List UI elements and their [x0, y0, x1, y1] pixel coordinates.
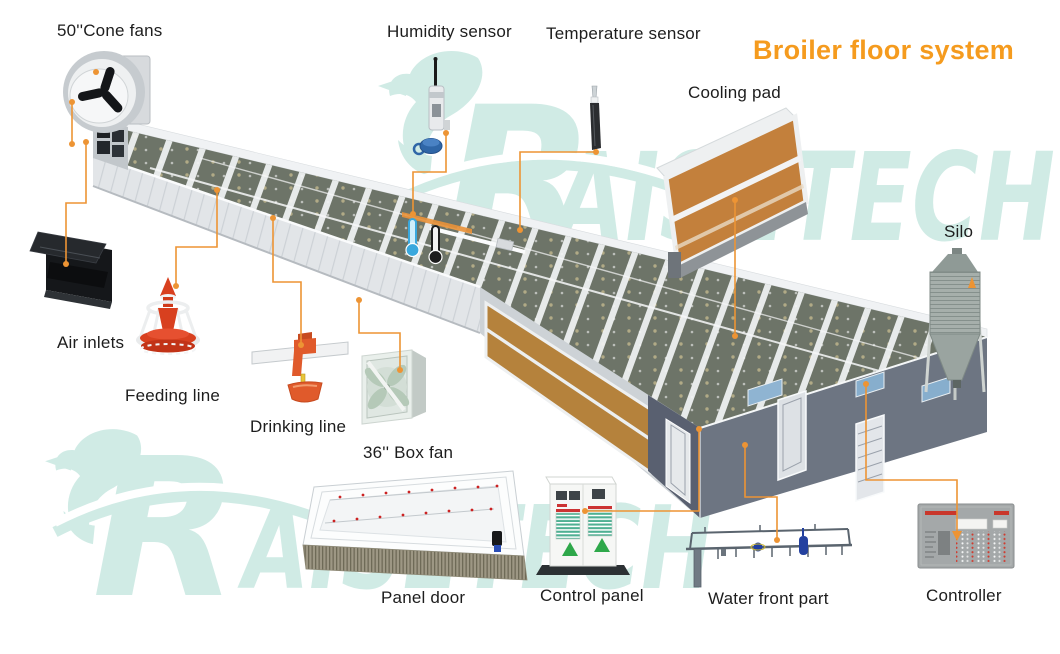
- silo-marker: [968, 277, 976, 288]
- panel-door-illustration: [302, 470, 528, 581]
- box-fan-illustration: [361, 349, 426, 425]
- controller-illustration: [917, 503, 1015, 569]
- water-front-illustration: [685, 524, 853, 588]
- label-controller: Controller: [926, 586, 1002, 605]
- pan-feeder-illustration: [136, 277, 200, 355]
- poultry-house: [92, 113, 988, 518]
- cooling-pad-illustration: [656, 107, 809, 278]
- label-box-fan: 36'' Box fan: [363, 443, 454, 462]
- silo-illustration: [924, 248, 986, 400]
- window: [921, 376, 951, 403]
- window: [855, 371, 885, 398]
- label-feeding-line: Feeding line: [125, 386, 221, 405]
- front-door: [665, 418, 691, 504]
- label-temperature-sensor: Temperature sensor: [546, 24, 701, 43]
- connector-dots: [63, 69, 962, 543]
- fan-blades-icon: [77, 67, 123, 113]
- door-latch: [492, 531, 502, 552]
- label-water-front-part: Water front part: [708, 589, 829, 608]
- side-screen-door: [855, 413, 885, 503]
- window: [747, 378, 783, 407]
- humidity-sensor-illustration: [412, 57, 450, 156]
- label-humidity-sensor: Humidity sensor: [387, 22, 512, 41]
- control-panel-illustration: [536, 476, 630, 575]
- side-door: [777, 389, 807, 482]
- label-air-inlets: Air inlets: [57, 333, 125, 352]
- label-cooling-pad: Cooling pad: [688, 83, 781, 102]
- label-silo: Silo: [944, 222, 974, 241]
- label-panel-door: Panel door: [381, 588, 466, 607]
- air-inlet-illustration: [29, 231, 112, 309]
- diagram-title: Broiler floor system: [753, 35, 1015, 65]
- watermark-letter-r: R: [92, 418, 240, 641]
- roof-heat-strip: [402, 212, 472, 234]
- blue-thermometer-icon: [405, 218, 420, 258]
- label-control-panel: Control panel: [540, 586, 644, 605]
- thermometer-icons: [405, 218, 443, 265]
- label-cone-fans: 50''Cone fans: [57, 21, 163, 40]
- drinking-nipple-illustration: [251, 332, 349, 403]
- cone-fan-illustration: [63, 51, 151, 133]
- connector-lines: [65, 102, 958, 540]
- temperature-sensor-illustration: [590, 85, 601, 150]
- label-drinking-line: Drinking line: [250, 417, 347, 436]
- black-thermometer-icon: [428, 225, 443, 265]
